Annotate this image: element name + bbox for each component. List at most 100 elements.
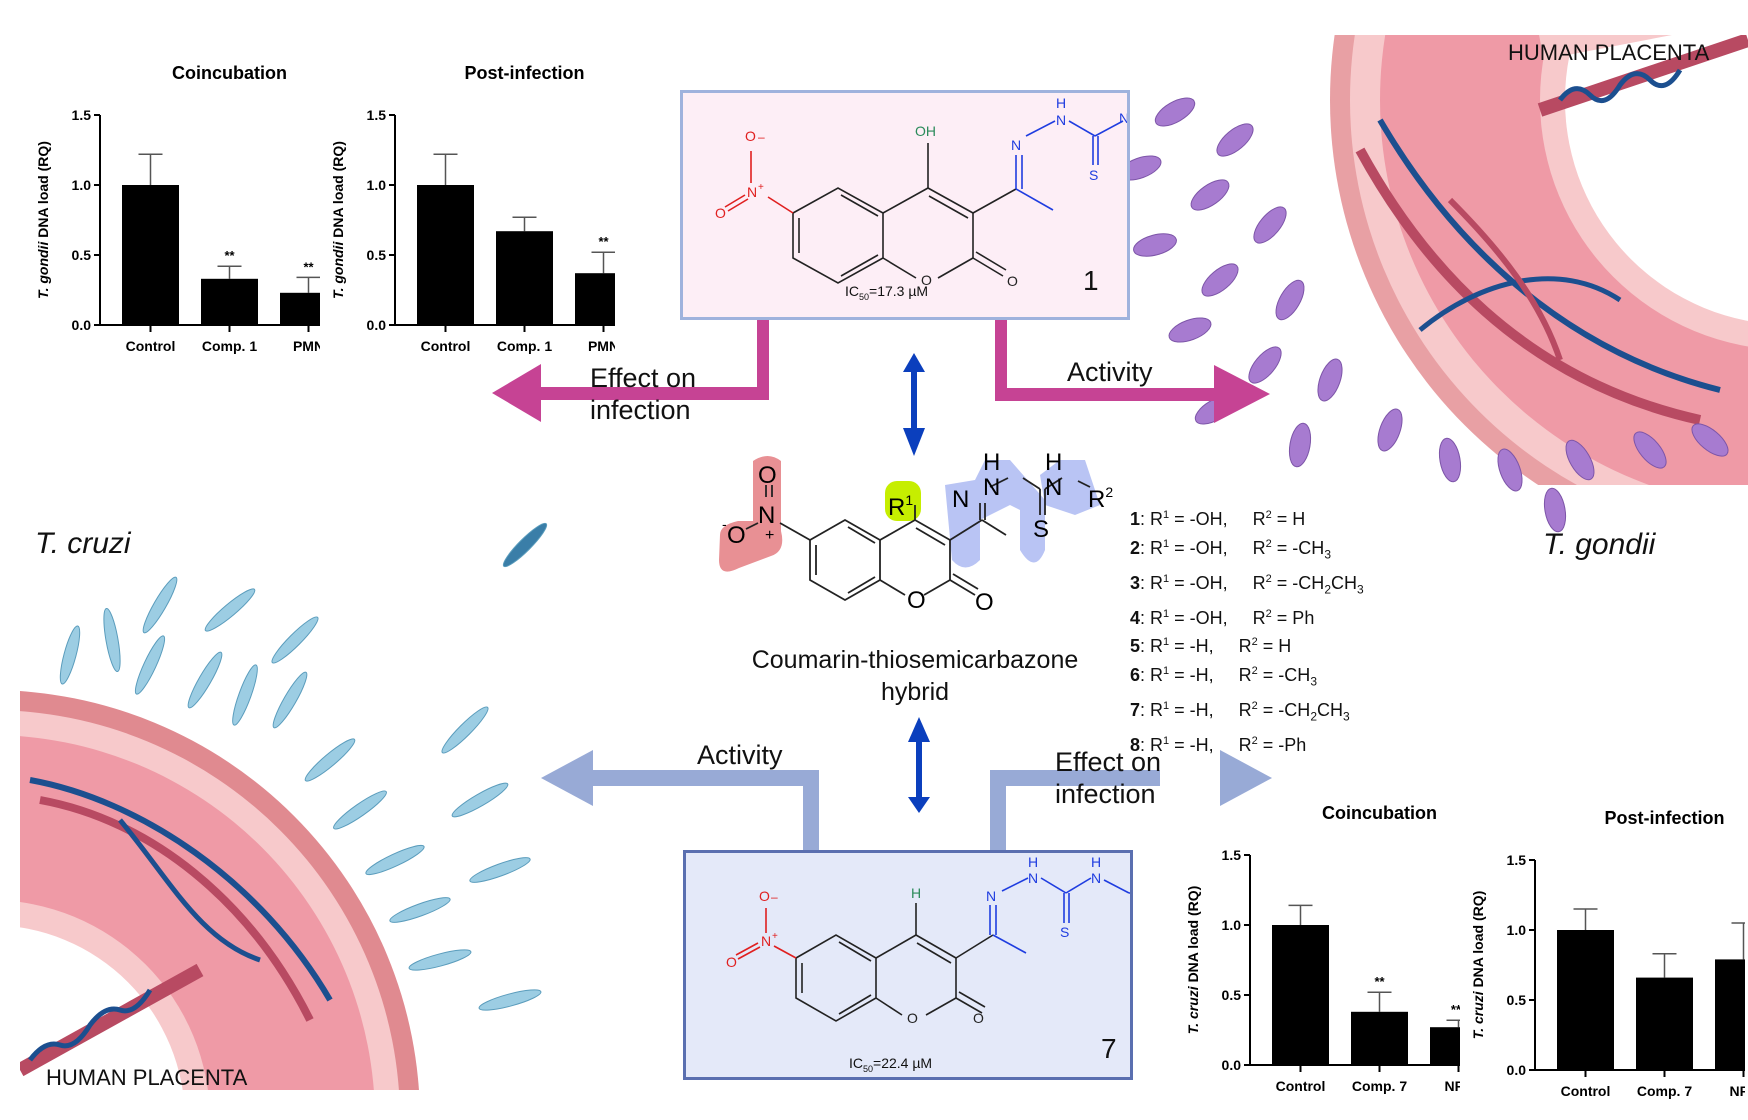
- atom-o-ring: O: [907, 587, 926, 614]
- atom-n: N: [1056, 112, 1066, 128]
- atom-n-imine: N: [952, 486, 969, 513]
- atom-nh-n: N: [1028, 870, 1038, 886]
- atom-o-minus: O: [727, 522, 746, 549]
- y-tick-label: 0.5: [367, 247, 387, 263]
- atom-nh2: NH2: [1119, 110, 1127, 128]
- human-placenta-label-top: HUMAN PLACENTA: [1508, 40, 1710, 65]
- atom-s: S: [1060, 924, 1069, 940]
- charge-plus: +: [772, 931, 778, 942]
- atom-o-nitro: O: [726, 954, 737, 970]
- derivative-item: 1: R1 = -OH, R2 = H: [1130, 509, 1306, 529]
- atom-n: N: [758, 502, 775, 529]
- y-tick-label: 0.5: [72, 247, 92, 263]
- y-tick-label: 1.5: [367, 107, 387, 123]
- charge-minus: -: [722, 516, 727, 532]
- label-activity-top: Activity: [1067, 357, 1153, 387]
- species-label-t-cruzi: T. cruzi: [35, 527, 131, 560]
- derivative-item: 6: R1 = -H, R2 = -CH3: [1130, 664, 1317, 689]
- atom-n2: N: [1045, 474, 1062, 501]
- y-tick-label: 0.0: [72, 317, 92, 333]
- human-placenta-label-bottom: HUMAN PLACENTA: [46, 1065, 248, 1090]
- compound-1-box: O – N + O OH N H N NH2 S O O IC50=17.3 µ…: [680, 90, 1130, 320]
- atom-o-nitro: O: [715, 205, 726, 221]
- label-line: infection: [1055, 779, 1156, 809]
- x-tick-label: Comp. 1: [497, 338, 552, 354]
- y-tick-label: 0.0: [1507, 1062, 1527, 1078]
- compound-7-number: 7: [1101, 1033, 1117, 1064]
- y-tick-label: 0.0: [1222, 1057, 1242, 1073]
- x-tick-label: PMN: [293, 338, 320, 354]
- y-tick-label: 1.0: [72, 177, 92, 193]
- chart-title: Post-infection: [465, 63, 585, 83]
- compound-7-box: O – N + O H N H N H N S O O IC50=22.4 µM…: [683, 850, 1133, 1080]
- arrow-effect-on-infection-top: [492, 320, 769, 422]
- caption-line: Coumarin-thiosemicarbazone: [751, 646, 1079, 674]
- atom-n-plus: N: [761, 933, 771, 949]
- scaffold-structure: O N + O - R1 N H N H N R2 S O O: [719, 449, 1113, 616]
- atom-r1: R1: [888, 492, 913, 521]
- x-tick-label: Control: [1561, 1083, 1611, 1099]
- r2-highlight: [1040, 460, 1100, 515]
- y-tick-label: 1.0: [1507, 922, 1527, 938]
- atom-h1: H: [983, 449, 1000, 476]
- atom-n-plus: N: [747, 184, 757, 200]
- bar: [201, 278, 258, 325]
- bar: [122, 185, 179, 325]
- label-line: Effect on: [590, 363, 697, 393]
- chart-title: Post-infection: [1605, 808, 1725, 828]
- double-arrow-bottom: [908, 717, 930, 813]
- significance-label: **: [1374, 974, 1385, 989]
- thiosemicarbazone-highlight: [945, 460, 1045, 568]
- atom-nh2-h: H: [1091, 854, 1101, 870]
- atom-o-minus: O: [759, 888, 770, 904]
- atom-n-imine: N: [1011, 137, 1021, 153]
- x-tick-label: NFX: [1445, 1078, 1461, 1094]
- label-effect-on-infection-bottom: Effect on infection: [1055, 746, 1161, 810]
- arrow-effect-on-infection-bottom: [990, 750, 1272, 850]
- t-gondii-parasites: [1118, 97, 1729, 533]
- derivative-item: 5: R1 = -H, R2 = H: [1130, 636, 1292, 657]
- x-tick-label: NFX: [1730, 1083, 1746, 1099]
- atom-h2: H: [1045, 449, 1062, 476]
- x-tick-label: Comp. 1: [202, 338, 257, 354]
- atom-r2: R2: [1088, 484, 1113, 513]
- derivative-item: 2: R1 = -OH, R2 = -CH3: [1130, 537, 1331, 562]
- significance-label: **: [303, 259, 314, 274]
- compound-1-number: 1: [1083, 265, 1099, 296]
- compound-7-ic50: IC50=22.4 µM: [849, 1055, 933, 1074]
- atom-s: S: [1033, 516, 1049, 543]
- y-axis-label: T. cruzi DNA load (RQ): [1185, 886, 1201, 1035]
- y-tick-label: 1.5: [1507, 852, 1527, 868]
- bar: [1351, 1011, 1408, 1065]
- atom-o-carbonyl: O: [973, 1010, 984, 1026]
- label-activity-bottom: Activity: [697, 740, 783, 770]
- caption-line: hybrid: [880, 678, 950, 706]
- chart-title: Coincubation: [172, 63, 287, 83]
- placenta-illustration-top-right: [1330, 35, 1748, 485]
- derivative-list: 1: R1 = -OH, R2 = H 2: R1 = -OH, R2 = -CH…: [1130, 503, 1364, 757]
- placenta-illustration-bottom-left: [20, 691, 419, 1090]
- y-tick-label: 1.0: [367, 177, 387, 193]
- derivative-item: 7: R1 = -H, R2 = -CH2CH3: [1130, 699, 1350, 724]
- label-line: Effect on: [1055, 747, 1162, 777]
- x-tick-label: Comp. 7: [1352, 1078, 1407, 1094]
- arrow-activity-bottom: [541, 750, 819, 850]
- atom-h: H: [911, 885, 921, 901]
- bar: [1272, 925, 1329, 1065]
- atom-nh2-n: N: [1091, 870, 1101, 886]
- y-tick-label: 1.0: [1222, 917, 1242, 933]
- atom-o-minus: O: [745, 128, 756, 144]
- arrow-activity-top: [995, 320, 1270, 423]
- atom-h: H: [1056, 95, 1066, 111]
- y-tick-label: 0.0: [367, 317, 387, 333]
- label-effect-on-infection-top: Effect on infection: [590, 362, 696, 426]
- derivative-item: 8: R1 = -H, R2 = -Ph: [1130, 734, 1307, 755]
- atom-n-imine: N: [986, 888, 996, 904]
- atom-n1: N: [983, 474, 1000, 501]
- y-tick-label: 0.5: [1222, 987, 1242, 1003]
- bar: [575, 273, 615, 325]
- y-tick-label: 1.5: [1222, 847, 1242, 863]
